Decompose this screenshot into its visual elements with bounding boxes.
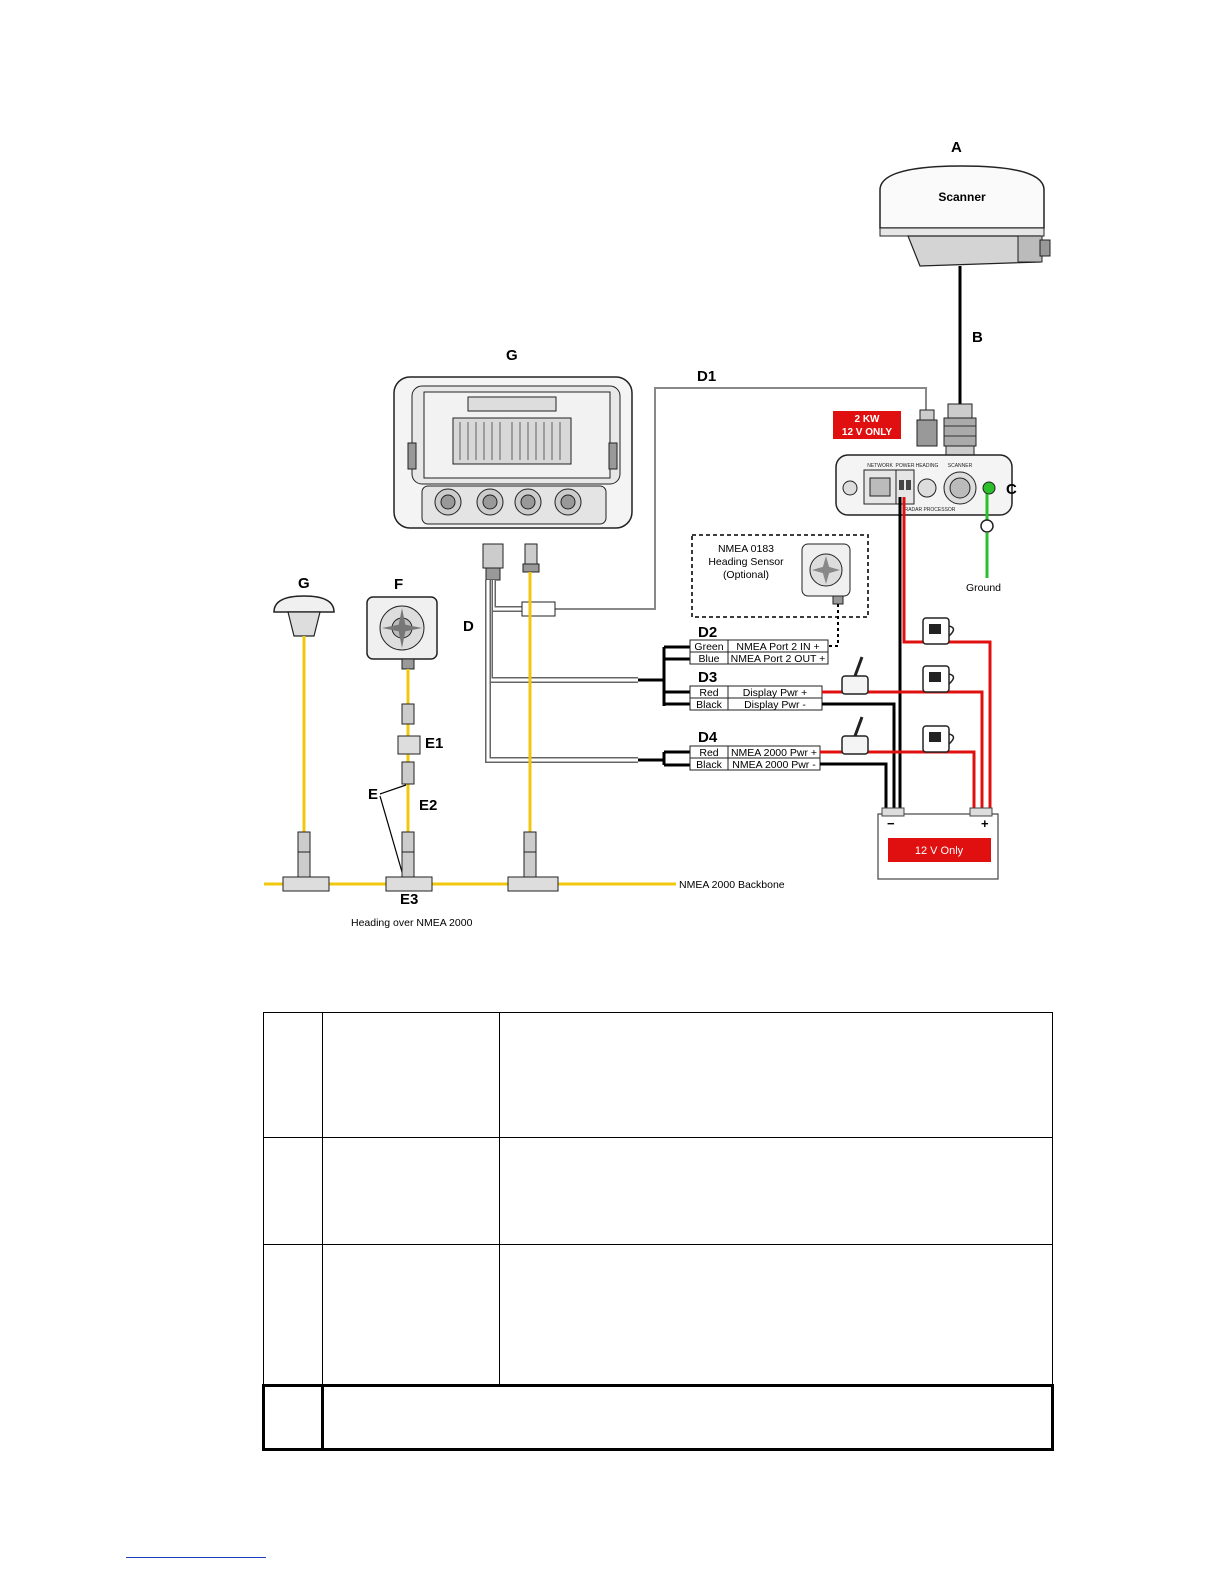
svg-text:Display Pwr +: Display Pwr + — [743, 687, 807, 699]
cable-splitter — [521, 601, 556, 617]
svg-text:12 V ONLY: 12 V ONLY — [842, 427, 893, 438]
table-row — [263, 1244, 1053, 1386]
svg-text:SCANNER: SCANNER — [948, 463, 973, 469]
nmea2000-positive-wire — [820, 750, 976, 810]
svg-text:NMEA Port 2 IN +: NMEA Port 2 IN + — [736, 641, 819, 653]
table-cell — [263, 1012, 323, 1138]
nmea2000-drop-connector — [522, 543, 540, 573]
table-cell — [499, 1137, 1053, 1245]
display-positive-wire — [822, 690, 984, 810]
nmea2000-negative-wire — [820, 762, 888, 810]
battery-negative-terminal: − — [887, 816, 895, 831]
table-cell — [322, 1137, 500, 1245]
svg-text:NMEA 0183: NMEA 0183 — [718, 543, 774, 555]
svg-text:2 KW: 2 KW — [855, 414, 881, 425]
svg-text:POWER: POWER — [896, 463, 915, 469]
label-g-display: G — [506, 347, 518, 364]
radar-scanner: Scanner — [879, 165, 1051, 267]
wiring-diagram: Scanner A B 2 KW 12 V ONLY D1 NETWORK PO… — [264, 139, 1051, 929]
power-warning-badge: 2 KW 12 V ONLY — [833, 411, 901, 439]
label-c: C — [1006, 481, 1017, 498]
svg-text:Red: Red — [699, 687, 718, 699]
label-d3: D3 — [698, 669, 717, 686]
svg-text:Green: Green — [694, 641, 723, 653]
battery: − + 12 V Only — [877, 807, 999, 880]
d2-wire-table: Green NMEA Port 2 IN + Blue NMEA Port 2 … — [689, 639, 829, 665]
label-e3: E3 — [400, 891, 418, 908]
tee-connector-3 — [507, 851, 559, 892]
heading-cable-connector — [916, 409, 938, 447]
display-negative-wire — [822, 702, 896, 810]
battery-positive-terminal: + — [981, 816, 989, 831]
label-d2: D2 — [698, 624, 717, 641]
table-row — [263, 1012, 1053, 1138]
table-cell — [322, 1012, 500, 1138]
table-cell — [321, 1384, 1054, 1451]
table-row — [262, 1384, 1054, 1451]
label-b: B — [972, 329, 983, 346]
table-cell — [499, 1244, 1053, 1386]
d3-wire-table: Red Display Pwr + Black Display Pwr - — [689, 685, 823, 711]
legend-table — [262, 1012, 1054, 1451]
svg-text:NMEA 2000 Pwr +: NMEA 2000 Pwr + — [731, 747, 817, 759]
nmea2000-heading-sensor — [366, 596, 438, 670]
fuse-nmea2000 — [922, 725, 955, 753]
table-cell — [263, 1244, 323, 1386]
d4-wire-table: Red NMEA 2000 Pwr + Black NMEA 2000 Pwr … — [689, 745, 821, 771]
table-cell — [263, 1137, 323, 1245]
cable-d1 — [555, 387, 927, 610]
fuse-display — [922, 665, 955, 693]
tee-connector-1 — [282, 851, 330, 892]
svg-text:NETWORK: NETWORK — [867, 463, 893, 469]
label-d: D — [463, 618, 474, 635]
heading-over-nmea-label: Heading over NMEA 2000 — [351, 917, 473, 929]
tee-connector-e3 — [385, 851, 433, 892]
label-e2: E2 — [419, 797, 437, 814]
table-cell — [499, 1012, 1053, 1138]
label-a: A — [951, 139, 962, 156]
backbone-label: NMEA 2000 Backbone — [679, 879, 785, 891]
table-row — [263, 1137, 1053, 1245]
switch-nmea2000 — [841, 716, 869, 755]
label-e1: E1 — [425, 735, 443, 752]
adapter-e1 — [397, 703, 421, 785]
radar-processor: NETWORK POWER HEADING SCANNER RADAR PROC… — [835, 454, 1013, 516]
battery-label: 12 V Only — [915, 845, 964, 857]
svg-text:NMEA 2000 Pwr -: NMEA 2000 Pwr - — [732, 759, 816, 771]
svg-text:Red: Red — [699, 747, 718, 759]
fuse-processor — [922, 617, 955, 645]
svg-text:NMEA Port 2 OUT +: NMEA Port 2 OUT + — [731, 653, 826, 665]
svg-text:Black: Black — [696, 699, 722, 711]
footnote-separator — [126, 1557, 266, 1558]
ground-ring-terminal — [980, 519, 994, 533]
switch-display — [841, 656, 869, 695]
svg-text:Black: Black — [696, 759, 722, 771]
svg-text:(Optional): (Optional) — [723, 569, 769, 581]
scanner-cable-connector — [943, 403, 977, 459]
table-cell — [262, 1384, 324, 1451]
label-g-antenna: G — [298, 575, 310, 592]
gps-antenna — [273, 595, 335, 637]
svg-text:HEADING: HEADING — [916, 463, 939, 469]
processor-positive-wire — [902, 497, 992, 810]
label-f: F — [394, 576, 403, 593]
label-e: E — [368, 786, 378, 803]
table-cell — [322, 1244, 500, 1386]
svg-text:RADAR PROCESSOR: RADAR PROCESSOR — [905, 507, 956, 513]
nmea0183-heading-sensor-box: NMEA 0183 Heading Sensor (Optional) — [691, 534, 869, 618]
ground-label: Ground — [966, 582, 1001, 594]
svg-text:Heading Sensor: Heading Sensor — [708, 556, 784, 568]
svg-text:Display Pwr -: Display Pwr - — [744, 699, 806, 711]
label-d1: D1 — [697, 368, 716, 385]
label-d4: D4 — [698, 729, 718, 746]
svg-text:Blue: Blue — [698, 653, 719, 665]
scanner-name: Scanner — [938, 190, 986, 204]
power-cable-connector — [482, 543, 504, 581]
multifunction-display — [393, 376, 633, 529]
